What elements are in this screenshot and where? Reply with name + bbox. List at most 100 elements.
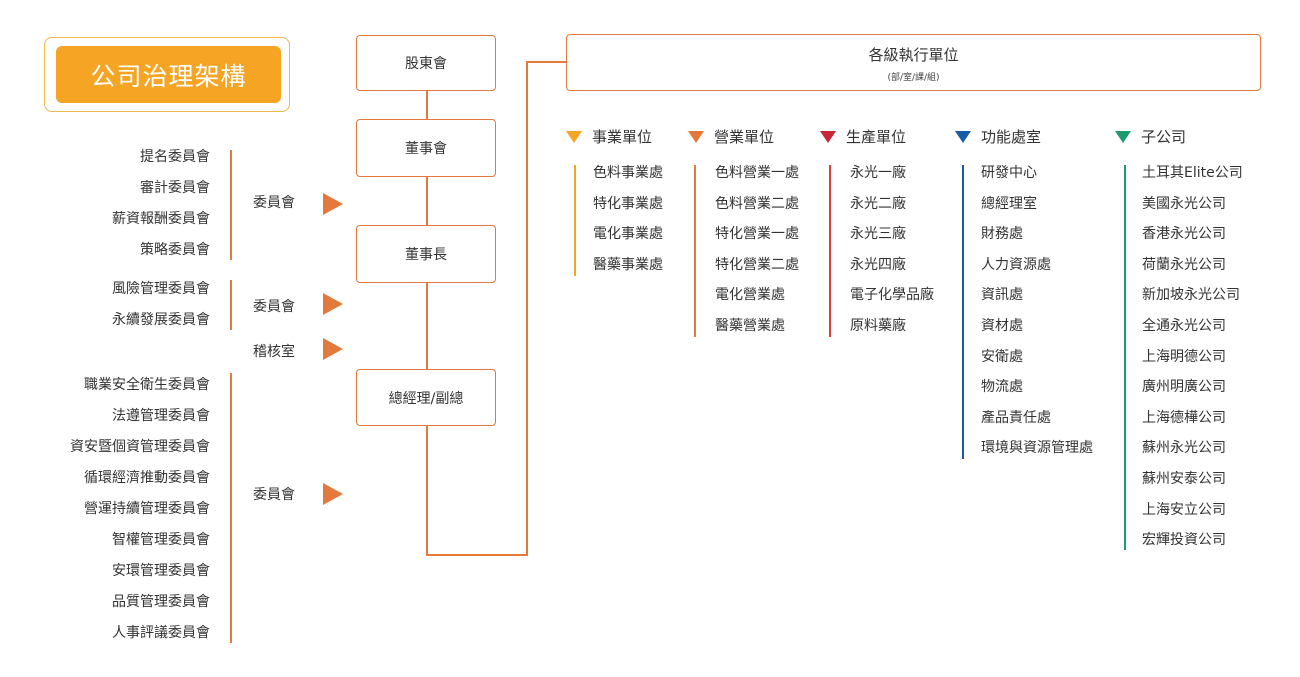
column-bar-business: [574, 165, 576, 276]
committee-list-3: 職業安全衛生委員會 法遵管理委員會 資安暨個資管理委員會 循環經濟推動委員會 營…: [0, 370, 210, 649]
list-item: 電化營業處: [715, 287, 785, 304]
committee-item: 職業安全衛生委員會: [84, 377, 210, 393]
triangle-down-icon: [688, 130, 704, 143]
node-gm: 總經理/副總: [356, 369, 496, 426]
page-title: 公司治理架構: [56, 46, 281, 103]
committee-item: 永續發展委員會: [112, 312, 210, 328]
list-item: 新加坡永光公司: [1142, 287, 1240, 304]
list-item: 醫藥事業處: [593, 256, 663, 273]
committee-item: 循環經濟推動委員會: [84, 470, 210, 486]
arrow-right-icon: [323, 483, 343, 505]
column-list-production: 永光一廠 永光二廠 永光三廠 永光四廠 電子化學品廠 原料藥廠: [850, 158, 934, 342]
committee-item: 風險管理委員會: [112, 281, 210, 297]
committee-item: 薪資報酬委員會: [112, 211, 210, 227]
committee-item: 安環管理委員會: [112, 563, 210, 579]
committee-list-1: 提名委員會 審計委員會 薪資報酬委員會 策略委員會: [0, 142, 210, 266]
committee-label-2: 委員會: [253, 299, 295, 315]
list-item: 荷蘭永光公司: [1142, 256, 1226, 273]
connector-chairman-gm: [426, 282, 428, 370]
connector-exec-top: [526, 61, 567, 63]
audit-office-label: 稽核室: [253, 344, 295, 360]
list-item: 永光三廠: [850, 226, 906, 243]
list-item: 財務處: [981, 226, 1023, 243]
exec-units-subtitle: (部/室/課/組): [887, 73, 940, 83]
column-header-functional: 功能處室: [955, 126, 1041, 147]
list-item: 特化營業二處: [715, 256, 799, 273]
list-item: 資材處: [981, 317, 1023, 334]
committee-item: 資安暨個資管理委員會: [70, 439, 210, 455]
node-chairman: 董事長: [356, 225, 496, 283]
committee-item: 法遵管理委員會: [112, 408, 210, 424]
list-item: 色料營業一處: [715, 165, 799, 181]
arrow-right-icon: [323, 338, 343, 360]
connector-shareholders-board: [426, 90, 428, 120]
committee-bar-3: [230, 373, 232, 643]
committee-bar-2: [230, 280, 232, 330]
list-item: 香港永光公司: [1142, 226, 1226, 243]
column-bar-subsidiaries: [1124, 165, 1126, 550]
list-item: 人力資源處: [981, 256, 1051, 273]
list-item: 廣州明廣公司: [1142, 379, 1226, 396]
column-header-production: 生產單位: [820, 126, 906, 147]
list-item: 物流處: [981, 379, 1023, 396]
list-item: 全通永光公司: [1142, 317, 1226, 334]
triangle-down-icon: [820, 130, 836, 143]
list-item: 產品責任處: [981, 409, 1051, 426]
list-item: 上海安立公司: [1142, 501, 1226, 518]
list-item: 宏輝投資公司: [1142, 532, 1226, 549]
committee-item: 策略委員會: [140, 242, 210, 258]
list-item: 美國永光公司: [1142, 195, 1226, 212]
committee-item: 人事評議委員會: [112, 625, 210, 641]
column-header-subsidiaries: 子公司: [1115, 126, 1186, 147]
list-item: 原料藥廠: [850, 317, 906, 334]
list-item: 永光一廠: [850, 165, 906, 181]
node-board: 董事會: [356, 119, 496, 177]
connector-to-exec: [526, 62, 528, 556]
arrow-right-icon: [323, 193, 343, 215]
column-header-sales: 營業單位: [688, 126, 774, 147]
list-item: 總經理室: [981, 195, 1037, 212]
triangle-down-icon: [955, 130, 971, 143]
committee-item: 提名委員會: [140, 149, 210, 165]
connector-gm-down: [426, 425, 428, 556]
column-list-functional: 研發中心 總經理室 財務處 人力資源處 資訊處 資材處 安衛處 物流處 產品責任…: [981, 158, 1093, 464]
list-item: 安衛處: [981, 348, 1023, 365]
connector-board-chairman: [426, 176, 428, 226]
committee-label-3: 委員會: [253, 487, 295, 503]
list-item: 色料營業二處: [715, 195, 799, 212]
list-item: 研發中心: [981, 165, 1037, 181]
list-item: 資訊處: [981, 287, 1023, 304]
list-item: 電化事業處: [593, 226, 663, 243]
list-item: 蘇州安泰公司: [1142, 470, 1226, 487]
list-item: 醫藥營業處: [715, 317, 785, 334]
connector-gm-bottom: [426, 554, 528, 556]
node-exec-units: [566, 34, 1261, 91]
committee-item: 審計委員會: [140, 180, 210, 196]
list-item: 上海德樺公司: [1142, 409, 1226, 426]
list-item: 上海明德公司: [1142, 348, 1226, 365]
list-item: 電子化學品廠: [850, 287, 934, 304]
node-shareholders: 股東會: [356, 35, 496, 91]
list-item: 永光二廠: [850, 195, 906, 212]
column-list-business: 色料事業處 特化事業處 電化事業處 醫藥事業處: [593, 158, 663, 280]
list-item: 環境與資源管理處: [981, 440, 1093, 457]
title-frame: [44, 37, 290, 112]
list-item: 土耳其Elite公司: [1142, 165, 1243, 181]
committee-bar-1: [230, 150, 232, 260]
column-bar-functional: [962, 165, 964, 459]
triangle-down-icon: [1115, 130, 1131, 143]
column-bar-production: [829, 165, 831, 337]
column-list-subsidiaries: 土耳其Elite公司 美國永光公司 香港永光公司 荷蘭永光公司 新加坡永光公司 …: [1142, 158, 1243, 556]
list-item: 蘇州永光公司: [1142, 440, 1226, 457]
list-item: 特化事業處: [593, 195, 663, 212]
column-list-sales: 色料營業一處 色料營業二處 特化營業一處 特化營業二處 電化營業處 醫藥營業處: [715, 158, 799, 342]
committee-label-1: 委員會: [253, 195, 295, 211]
committee-list-2: 風險管理委員會 永續發展委員會: [0, 274, 210, 336]
arrow-right-icon: [323, 293, 343, 315]
exec-units-title: 各級執行單位: [868, 46, 959, 64]
column-header-business: 事業單位: [566, 126, 652, 147]
list-item: 色料事業處: [593, 165, 663, 181]
triangle-down-icon: [566, 130, 582, 143]
list-item: 特化營業一處: [715, 226, 799, 243]
committee-item: 營運持續管理委員會: [84, 501, 210, 517]
